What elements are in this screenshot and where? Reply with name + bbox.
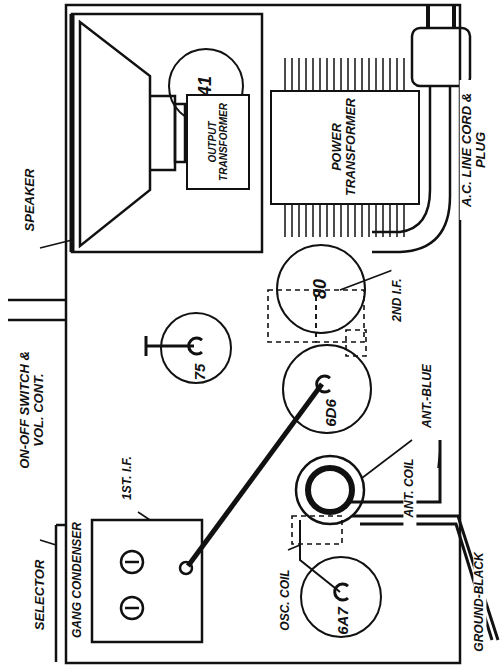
ant-coil-label: ANT. COIL [403, 448, 416, 528]
line-cord-label: A.C. LINE CORD & PLUG [460, 80, 489, 220]
second-if-label: 2ND I.F. [391, 260, 404, 340]
osc-coil-label: OSC. COIL [279, 555, 292, 645]
tube-6d6: 6D6 [282, 344, 372, 434]
ant-blue-label: ANT.-BLUE [421, 351, 434, 441]
part-text: 6D6 [322, 391, 339, 435]
selector-label: SELECTOR [33, 545, 47, 645]
switch-label: ON-OFF SWITCH & VOL. CONT. [18, 340, 47, 480]
tube-80: 80 [276, 244, 366, 334]
first-if-label: 1ST. I.F. [121, 443, 134, 513]
part-text: POWER TRANSFORMER [331, 94, 359, 201]
tube-6a7: 6A7 [300, 556, 382, 638]
part-text: OUTPUT TRANSFORMER [207, 99, 229, 185]
gang-condenser-label: GANG CONDENSER [71, 510, 84, 650]
part-text: 80 [311, 269, 331, 309]
ground-black-label: GROUND-BLACK [473, 542, 486, 662]
power-transformer: POWER TRANSFORMER [270, 90, 420, 205]
speaker-label: SPEAKER [23, 155, 37, 245]
part-text: 6A7 [334, 599, 351, 643]
part-text: 75 [191, 352, 208, 392]
output-transformer: OUTPUT TRANSFORMER [186, 94, 250, 190]
tube-75: 75 [160, 312, 232, 384]
